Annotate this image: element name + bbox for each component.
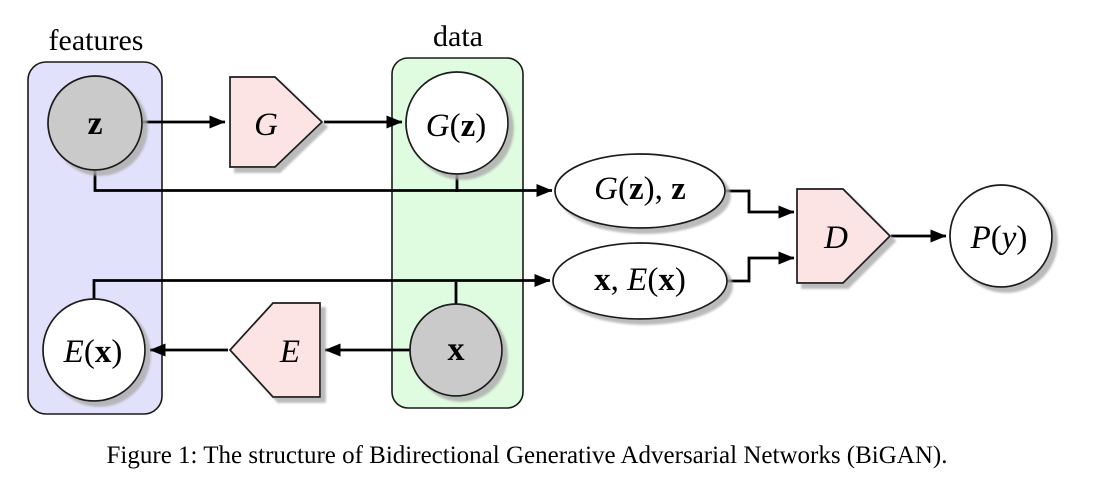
math-part: ),	[644, 171, 672, 207]
pair-x-ex-ellipse	[552, 242, 728, 320]
node-e-of-x-circle	[42, 298, 146, 402]
math-part: y	[999, 220, 1017, 256]
node-g-of-z-circle	[405, 71, 509, 175]
node-x-circle	[409, 303, 503, 397]
math-part: )	[1016, 220, 1027, 256]
node-p-of-y-circle	[949, 184, 1053, 288]
math-part: x	[594, 262, 611, 298]
pair-gz-z-ellipse	[554, 153, 726, 229]
math-part: x	[95, 334, 112, 370]
encoder-label: E	[279, 334, 300, 370]
generator-label: G	[254, 107, 278, 143]
math-part: (	[450, 108, 461, 144]
math-part: E	[626, 262, 647, 298]
node-g-of-z-label: G(z)	[426, 108, 487, 144]
math-part: (	[618, 171, 629, 207]
edge-z-to-pair-gz-z	[93, 170, 553, 197]
node-e-of-x-label: E(x)	[63, 334, 123, 370]
discriminator-label: D	[823, 220, 848, 256]
edge-pair-x-ex-to-discriminator	[723, 251, 795, 283]
math-part: )	[675, 262, 686, 298]
node-z-circle	[47, 75, 143, 171]
figure-caption: Figure 1: The structure of Bidirectional…	[107, 442, 948, 469]
edge-pair-gz-z-to-discriminator	[721, 189, 795, 219]
node-p-of-y-label: P(y)	[970, 220, 1028, 256]
encoder-pentagon	[228, 302, 321, 398]
node-x-label: x	[448, 331, 465, 368]
node-z-label: z	[87, 105, 102, 142]
math-part: P	[970, 220, 991, 256]
features-group-label: features	[49, 24, 144, 57]
edge-e-of-x-to-pair-x-ex	[92, 274, 551, 300]
math-part: z	[671, 171, 686, 207]
discriminator-pentagon	[796, 188, 892, 284]
math-part: z	[461, 108, 476, 144]
math-part: z	[629, 171, 644, 207]
pair-x-ex-label: x, E(x)	[594, 262, 686, 298]
diagram-edges	[92, 115, 947, 357]
math-part: )	[475, 108, 486, 144]
math-part: G	[426, 108, 450, 144]
pair-gz-z-label: G(z), z	[594, 171, 686, 207]
math-part: G	[594, 171, 618, 207]
math-part: E	[63, 334, 84, 370]
math-part: )	[111, 334, 122, 370]
data-group-label: data	[433, 20, 483, 53]
math-part: ,	[611, 262, 628, 298]
math-part: (	[84, 334, 95, 370]
math-part: (	[647, 262, 658, 298]
math-part: (	[991, 220, 1002, 256]
generator-pentagon	[229, 76, 324, 168]
math-part: x	[658, 262, 675, 298]
